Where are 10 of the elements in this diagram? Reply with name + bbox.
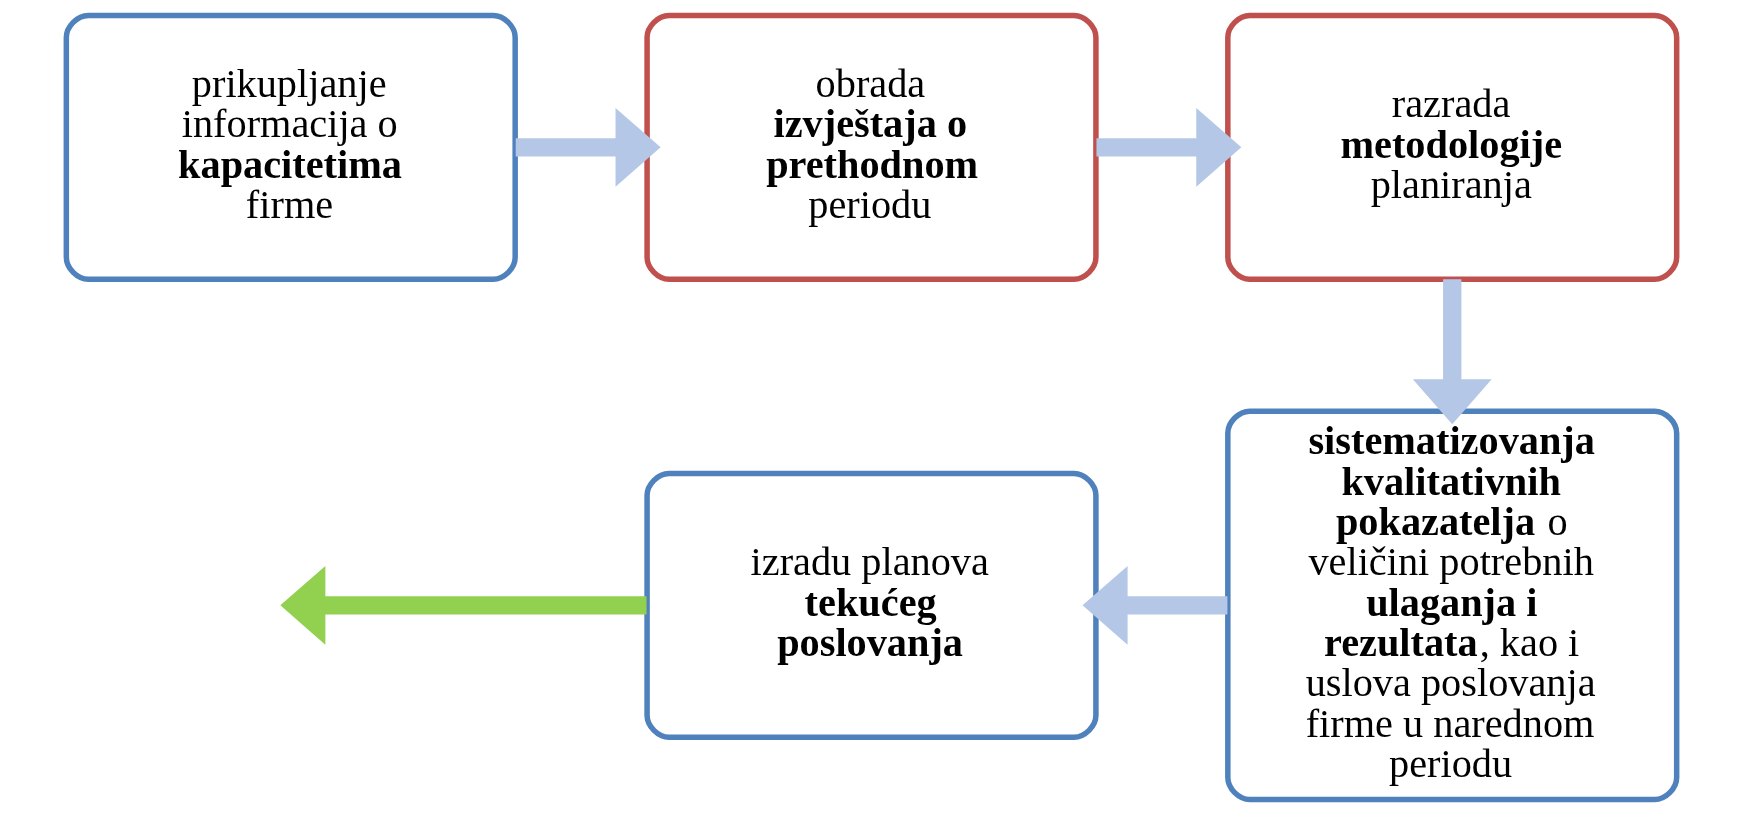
arrow (1412, 279, 1492, 425)
arrow (1082, 565, 1228, 645)
node-box: izradu planova tekućeg poslovanja (644, 470, 1099, 740)
arrow (1096, 107, 1242, 187)
node-box: razrada metodologije planiranja (1225, 12, 1680, 282)
arrow (280, 565, 647, 645)
node-box: obrada izvještaja o prethodnom periodu (644, 12, 1099, 282)
node-box: prikupljanje informacija o kapacitetima firme (63, 12, 518, 282)
node-box: sistematizovanja kvalitativnih pokazatelja o veličini potrebnih ulaganja i rezultata, kao i uslova poslovanja firme u narednom periodu (1225, 408, 1680, 803)
arrow (515, 107, 661, 187)
